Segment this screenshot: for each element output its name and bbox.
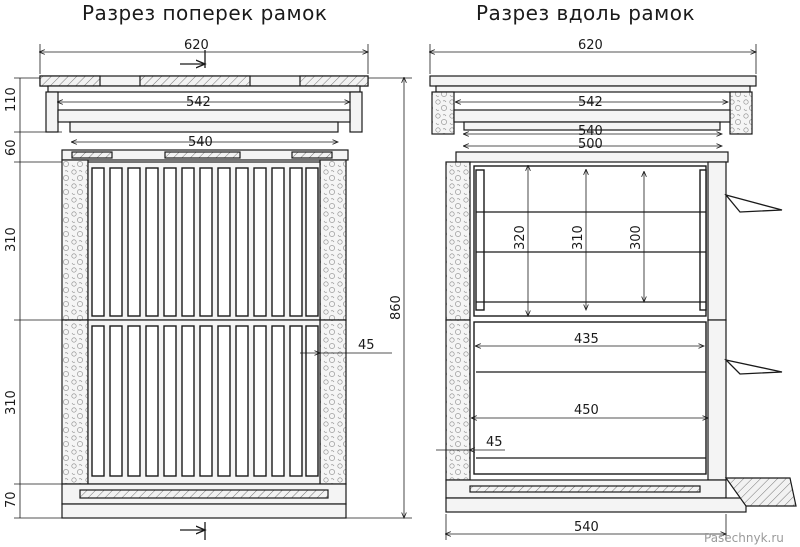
right-roof-rim [435,85,751,93]
right-upper-frame-side [475,169,485,311]
left-section-view: Разрез поперек рамок 620 542 540 [4,1,412,540]
right-dim-542: 542 [578,95,603,110]
left-roof-insert [57,109,351,123]
left-ceiling-hatch [291,151,333,159]
left-dim-542: 542 [186,95,211,110]
right-dim-435: 435 [574,332,599,347]
left-roof-hatch [39,75,101,87]
left-wall-upper-left [61,159,89,321]
right-landing-board-middle [723,358,783,375]
left-wall-upper-right [319,159,347,321]
left-upper-frames [91,167,319,317]
right-dim-bottom-540: 540 [574,520,599,535]
left-wall-lower-right [319,319,347,485]
right-roof-insert [453,109,731,123]
right-wall-lower-left [445,319,471,481]
left-inner-cover [69,121,339,133]
left-roof-rim [47,85,361,93]
left-view-title: Разрез поперек рамок [82,1,327,25]
left-roof-side [349,91,363,133]
left-dim-860: 860 [389,295,404,320]
left-dim-620: 620 [184,38,209,53]
right-dim-310: 310 [571,225,586,250]
right-dim-45: 45 [486,435,503,450]
right-wall-upper-right [707,161,727,321]
watermark: Pasechnyk.ru [704,531,784,545]
right-wall-lower-right [707,319,727,481]
right-inner-cover [463,121,721,131]
right-dim-620: 620 [578,38,603,53]
right-roof-side [431,91,455,135]
left-ceiling-hatch [164,151,241,159]
right-wall-upper-left [445,161,471,321]
left-roof-side [45,91,59,133]
right-view-title: Разрез вдоль рамок [476,1,695,25]
left-bottom-hatch [79,489,329,499]
left-dim-60: 60 [4,139,19,156]
right-upper-frame-side [699,169,707,311]
left-dim-310-a: 310 [4,227,19,252]
left-dim-310-b: 310 [4,390,19,415]
right-upper-frame [473,165,707,317]
right-roof-board [429,75,757,87]
left-roof-hatch [139,75,251,87]
right-bottom-hatch [469,485,701,493]
left-dim-45: 45 [358,338,375,353]
right-dim-320: 320 [513,225,528,250]
left-dim-540: 540 [188,135,213,150]
left-dim-110: 110 [4,87,19,112]
right-dim-300: 300 [629,225,644,250]
right-dim-540: 540 [578,124,603,139]
right-dim-500: 500 [578,137,603,152]
left-lower-frames [91,325,319,477]
right-dim-450: 450 [574,403,599,418]
right-ceiling-board [455,151,729,163]
left-roof-hatch [299,75,369,87]
right-section-view: Разрез вдоль рамок 620 542 540 500 320 3… [429,1,797,540]
left-dim-70: 70 [4,491,19,508]
left-wall-lower-left [61,319,89,485]
left-ceiling-hatch [71,151,113,159]
right-bottom-landing [724,477,797,507]
right-roof-side [729,91,753,135]
right-bottom-base [445,497,747,513]
left-bottom-base [61,503,347,519]
right-landing-board-upper [724,193,783,213]
